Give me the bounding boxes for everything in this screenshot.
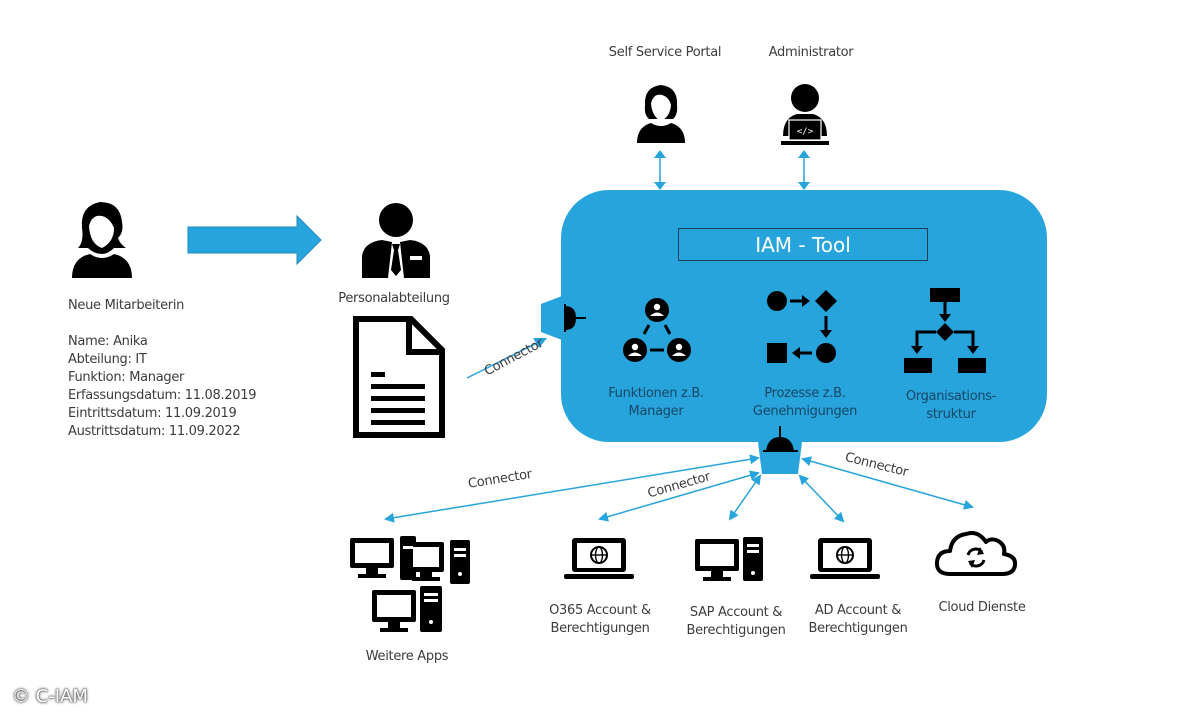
module-org-label: Organisations- struktur — [905, 388, 997, 424]
target-label-sap-line2: Berechtigungen — [686, 623, 786, 638]
module-org-line2: struktur — [926, 407, 976, 422]
document-icon — [353, 316, 445, 438]
target-label-o365-line1: O365 Account & — [549, 603, 651, 618]
module-functions-line2: Manager — [628, 404, 684, 419]
employee-entry-date: Eintrittsdatum: 11.09.2019 — [68, 406, 237, 421]
svg-text:</>: </> — [797, 127, 814, 137]
module-processes-line1: Prozesse z.B. — [764, 386, 846, 401]
connector-line-sap — [728, 474, 762, 521]
connector-line-ad — [798, 474, 845, 523]
target-label-cloud: Cloud Dienste — [938, 600, 1026, 615]
laptop-globe-icon — [810, 538, 880, 579]
female-user-icon — [637, 85, 685, 143]
employee-exit-date: Austrittsdatum: 11.09.2022 — [68, 424, 241, 439]
copyright-notice: © C-IAM — [12, 686, 88, 707]
employee-capture-date: Erfassungsdatum: 11.08.2019 — [68, 388, 257, 403]
businessman-icon — [362, 203, 430, 278]
process-flow-icon — [767, 290, 837, 363]
iam-tool-title: IAM - Tool — [678, 228, 928, 261]
employee-info: Name: Anika Abteilung: IT Funktion: Mana… — [68, 333, 257, 441]
laptop-globe-icon — [564, 538, 634, 579]
right-arrow-icon — [187, 214, 322, 266]
connector-line-cloud — [801, 456, 974, 510]
desktop-computer-icon — [695, 537, 763, 581]
document-connector-arrow — [466, 338, 547, 379]
left-connector-port — [541, 296, 586, 340]
target-label-o365-line2: Berechtigungen — [550, 621, 650, 636]
target-label-ad: AD Account & Berechtigungen — [808, 602, 907, 638]
administrator-icon: </> — [781, 84, 829, 145]
roles-network-icon — [623, 298, 691, 362]
multiple-computers-icon — [350, 536, 470, 632]
module-processes-line2: Genehmigungen — [752, 404, 858, 419]
hr-label: Personalabteilung — [338, 291, 450, 306]
self-service-connection-arrow — [654, 150, 666, 190]
org-structure-icon — [904, 288, 986, 373]
connector-line-weitere-apps — [384, 454, 760, 523]
iam-tool-box — [561, 190, 1047, 442]
employee-department: Abteilung: IT — [68, 352, 147, 367]
admin-connection-arrow — [798, 150, 810, 190]
module-functions-line1: Funktionen z.B. — [608, 386, 704, 401]
module-org-line1: Organisations- — [905, 389, 997, 404]
module-functions-label: Funktionen z.B. Manager — [608, 385, 704, 421]
module-processes-label: Prozesse z.B. Genehmigungen — [753, 385, 857, 421]
iam-tool-title-text: IAM - Tool — [755, 232, 851, 257]
target-label-weitere-apps: Weitere Apps — [365, 649, 449, 664]
employee-name: Name: Anika — [68, 334, 148, 349]
female-user-icon — [72, 202, 132, 278]
bottom-connector-port — [758, 426, 802, 474]
new-employee-title: Neue Mitarbeiterin — [68, 298, 185, 313]
target-label-o365: O365 Account & Berechtigungen — [549, 602, 651, 638]
target-label-ad-line2: Berechtigungen — [808, 621, 908, 636]
target-label-ad-line1: AD Account & — [814, 603, 902, 618]
employee-function: Funktion: Manager — [68, 370, 185, 385]
target-label-sap-line1: SAP Account & — [689, 605, 783, 620]
administrator-label: Administrator — [768, 45, 854, 60]
cloud-sync-icon — [934, 531, 1018, 576]
self-service-label: Self Service Portal — [608, 45, 722, 60]
target-label-sap: SAP Account & Berechtigungen — [686, 604, 785, 640]
